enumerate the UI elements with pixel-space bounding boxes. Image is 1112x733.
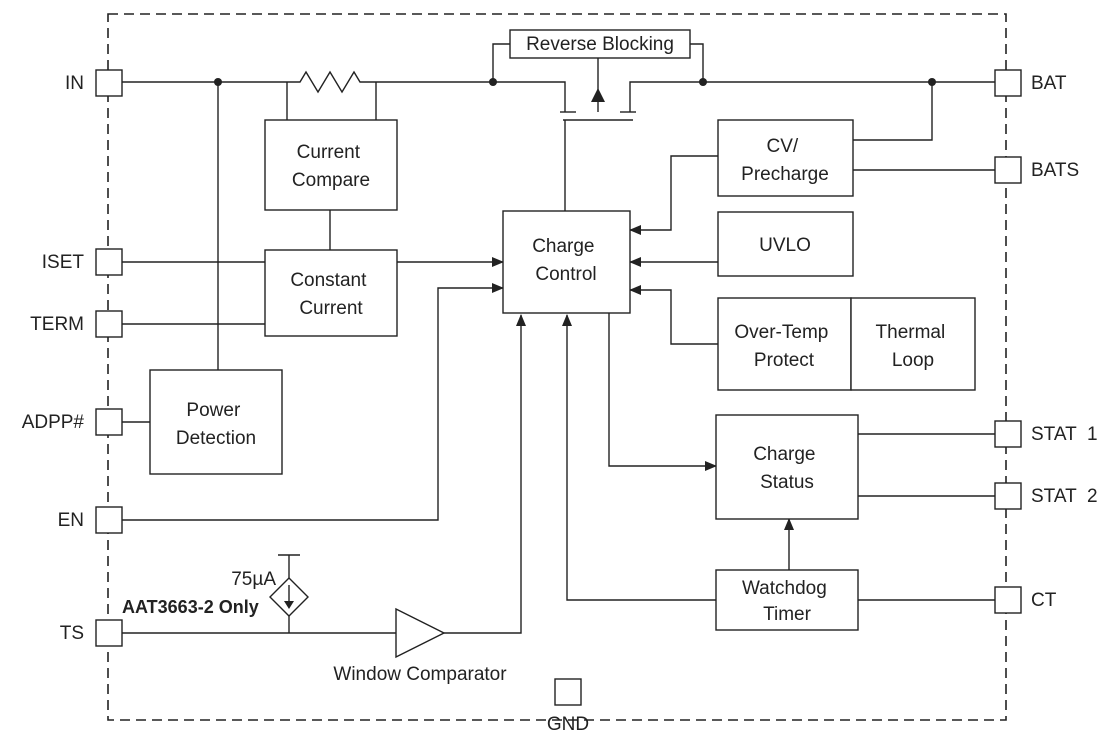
over-temp-box [717,297,852,391]
over-temp-line-1: Over-Temp [734,322,828,343]
pin-label-ct: CT [1031,590,1057,611]
mosfet-body-diode [591,88,605,102]
power-detection-line-1: Power [186,400,241,421]
thermal-loop-label: Thermal Loop [876,322,951,371]
cv-precharge-line-1: CV/ [767,136,799,157]
watchdog-timer-line-1: Watchdog [742,578,827,599]
constant-current-line-2: Current [299,298,363,319]
pin-ts [95,619,123,647]
pin-ct [994,586,1022,614]
pin-in [95,69,123,97]
wire-overtemp-to-control [629,285,718,345]
wire-reverse-blocking-left [492,43,510,82]
pin-label-iset: ISET [42,252,85,273]
window-comparator-triangle [395,607,446,659]
pin-label-bats: BATS [1031,160,1079,181]
pin-label-term: TERM [30,314,84,335]
pin-bats [994,156,1022,184]
junction-dot [214,78,222,86]
pin-gnd [554,678,582,706]
over-temp-line-2: Protect [754,350,815,371]
thermal-loop-box [850,297,976,391]
chip-boundary [107,13,1007,721]
reverse-blocking-box [509,29,691,59]
charge-status-line-1: Charge [753,444,815,465]
pin-label-adpp: ADPP# [22,412,85,433]
pin-label-stat2: STAT 2 [1031,486,1098,507]
right-pins [994,69,1022,614]
pin-label-ts: TS [60,623,84,644]
wiring [122,43,995,634]
thermal-loop-line-1: Thermal [876,322,946,343]
current-compare-line-1: Current [297,142,361,163]
constant-current-line-1: Constant [290,270,367,291]
wire-mosfet-to-bat [629,81,995,112]
wire-en [122,283,504,521]
pin-label-en: EN [58,510,84,531]
reverse-blocking-label: Reverse Blocking [526,34,674,55]
charge-control-label: Charge Control [532,236,600,285]
cv-precharge-line-2: Precharge [741,164,829,185]
resistor [290,70,376,94]
pin-label-gnd: GND [547,714,589,733]
uvlo-box [717,211,854,277]
cv-precharge-box [717,119,854,197]
current-source-supply [278,554,300,578]
constant-current-box [264,249,398,337]
pin-label-stat1: STAT 1 [1031,424,1098,445]
current-compare-label: Current Compare [292,142,370,191]
cv-precharge-label: CV/ Precharge [741,136,829,185]
pin-adpp [95,408,123,436]
charge-control-line-2: Control [535,264,596,285]
wire-to-mosfet [376,81,566,112]
junction-dot [928,78,936,86]
current-source-label: 75µA [231,569,276,590]
watchdog-timer-line-2: Timer [763,604,812,625]
uvlo-label: UVLO [759,235,811,256]
current-source-arrowhead [284,601,294,609]
variant-note-label: AAT3663-2 Only [122,597,259,617]
junctions [214,78,936,86]
pin-en [95,506,123,534]
left-pins [95,69,123,647]
power-detection-label: Power Detection [176,400,256,449]
pin-bat [994,69,1022,97]
window-comparator-label: Window Comparator [333,664,507,685]
over-temp-label: Over-Temp Protect [734,322,833,371]
wire-reverse-blocking-right [690,43,704,82]
pin-label-bat: BAT [1031,73,1067,94]
charge-control-line-1: Charge [532,236,594,257]
pin-term [95,310,123,338]
pin-iset [95,248,123,276]
junction-dot [699,78,707,86]
watchdog-timer-label: Watchdog Timer [742,578,832,625]
wire-watchdog-to-control [562,314,716,601]
current-compare-line-2: Compare [292,170,370,191]
pin-stat1 [994,420,1022,448]
current-compare-box [264,119,398,211]
power-detection-line-2: Detection [176,428,256,449]
charge-status-line-2: Status [760,472,814,493]
pin-label-in: IN [65,73,84,94]
junction-dot [489,78,497,86]
thermal-loop-line-2: Loop [892,350,934,371]
wire-bat-to-cv [853,82,933,141]
charge-status-label: Charge Status [753,444,821,493]
pin-stat2 [994,482,1022,510]
wire-control-to-status [608,313,717,471]
watchdog-timer-box [715,569,859,631]
wire-comparator-to-control [444,314,526,634]
power-detection-box [149,369,283,475]
charge-control-box [502,210,631,314]
constant-current-label: Constant Current [290,270,371,319]
wire-cv-to-control [629,155,718,235]
charge-status-box [715,414,859,520]
